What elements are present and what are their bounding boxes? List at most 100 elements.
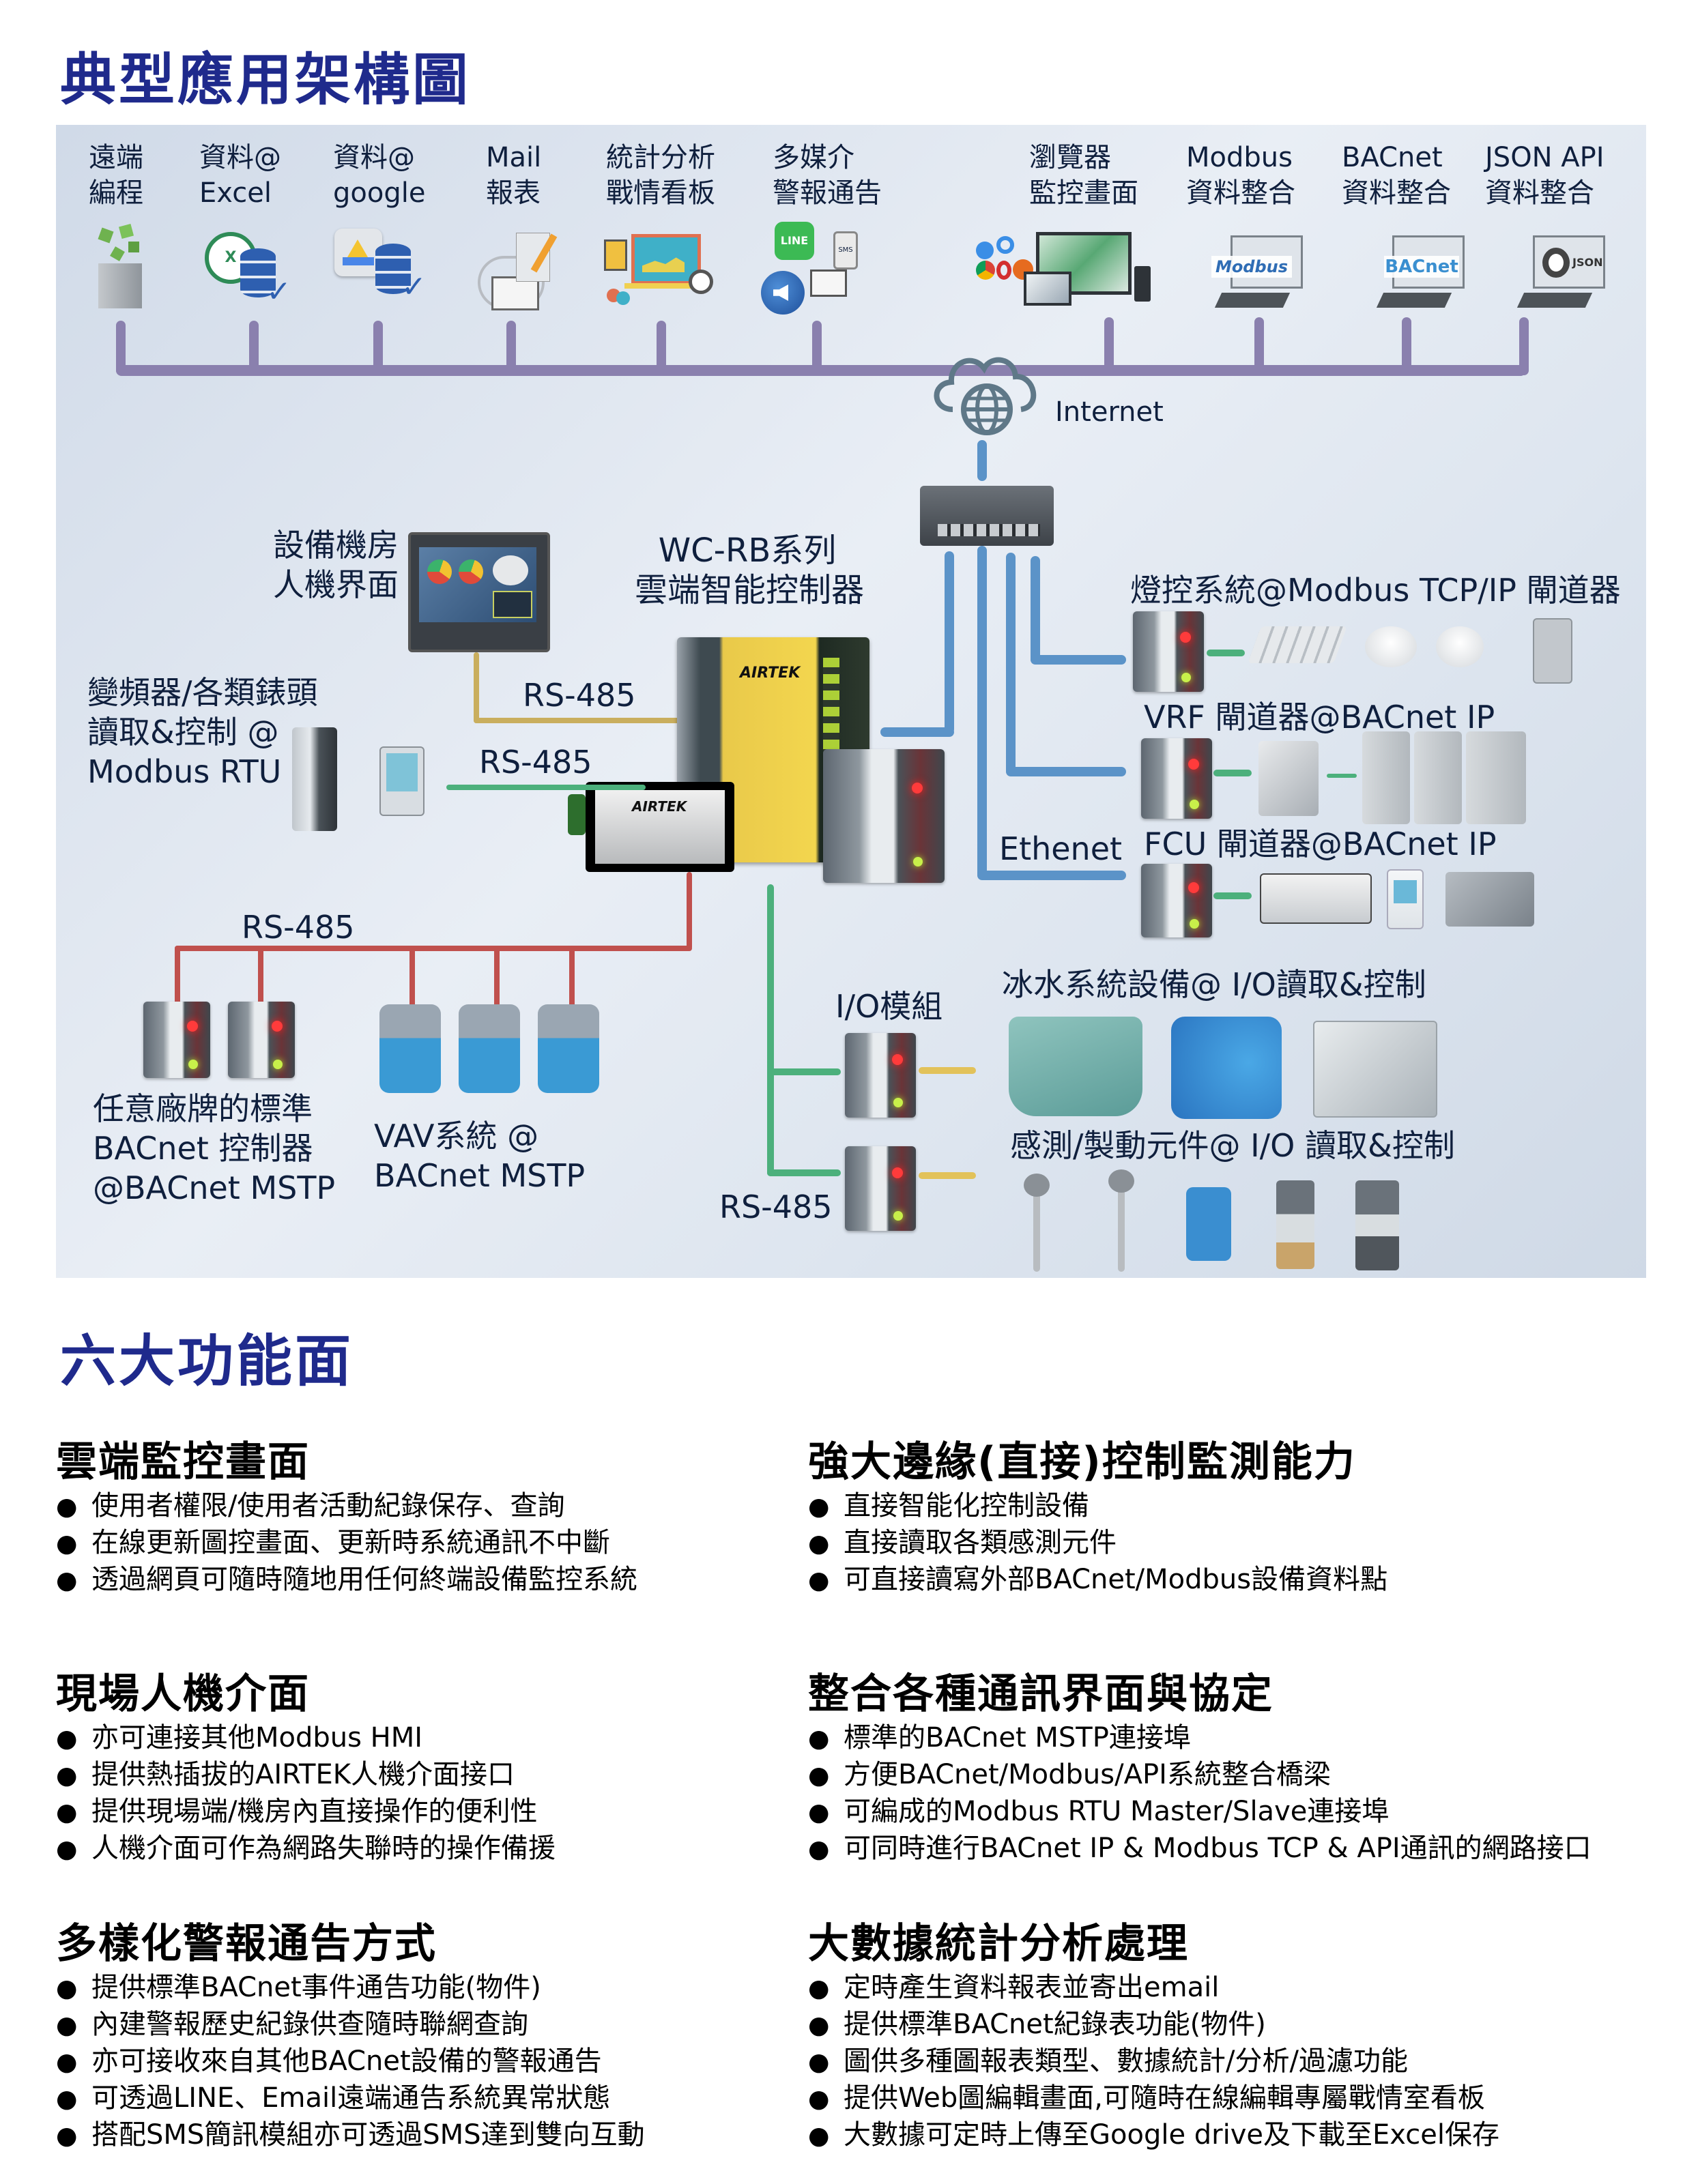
feature-item: 提供標準BACnet紀錄表功能(物件): [808, 2007, 1499, 2043]
pump-icon: [1171, 1017, 1282, 1119]
mstp-drop: [569, 946, 575, 1014]
sensor-group-label: 感測/製動元件@ I/O 讀取&控制: [1010, 1127, 1455, 1164]
temperature-probe-icon: [1024, 1174, 1050, 1272]
vrf-outdoor-unit-icon: [1414, 731, 1462, 824]
feature-block: 多樣化警報通告方式 提供標準BACnet事件通告功能(物件) 內建警報歷史紀錄供…: [56, 1910, 645, 2154]
bacnet-workstation-icon: BACnet: [1373, 235, 1472, 314]
motion-sensor-icon: [1436, 626, 1484, 667]
feature-item: 使用者權限/使用者活動紀錄保存、查詢: [56, 1488, 637, 1525]
rs485-label: RS-485: [242, 909, 355, 946]
fcu-controller-board-icon: [1260, 873, 1372, 924]
features-title: 六大功能面: [60, 1329, 354, 1394]
browser-monitor-icon: [976, 232, 1153, 314]
internet-uplink: [977, 440, 987, 481]
vrf-gateway-device: [1141, 738, 1212, 819]
bacnet-router: AIRTEK: [586, 782, 734, 872]
top-item-label: 資料@google: [333, 142, 426, 209]
feature-block: 雲端監控畫面 使用者權限/使用者活動紀錄保存、查詢 在線更新圖控畫面、更新時系統…: [56, 1429, 637, 1599]
ethernet-line-vrf: [1006, 553, 1016, 775]
feature-item: 提供標準BACnet事件通告功能(物件): [56, 1970, 645, 2007]
lighting-group-label: 燈控系統@Modbus TCP/IP 閘道器: [1130, 572, 1621, 609]
feature-item: 亦可連接其他Modbus HMI: [56, 1720, 556, 1757]
ahu-icon: [1313, 1021, 1437, 1118]
vrf-group-label: VRF 閘道器@BACnet IP: [1144, 699, 1495, 736]
vav-actuator-icon: [538, 1004, 599, 1093]
feature-item: 定時產生資料報表並寄出email: [808, 1970, 1499, 2007]
feature-item: 人機介面可作為網路失聯時的操作備援: [56, 1831, 556, 1867]
vav-actuator-icon: [379, 1004, 441, 1093]
top-item-label: 統計分析戰情看板: [606, 142, 715, 209]
bus-drop: [812, 321, 822, 375]
vrf-outdoor-unit-icon: [1466, 731, 1526, 824]
bus-drop: [249, 321, 259, 375]
mstp-drop: [175, 946, 180, 1014]
bacnet-logo: BACnet: [1384, 256, 1459, 278]
modbus-logo: Modbus: [1211, 256, 1292, 278]
bus-drop: [373, 321, 383, 375]
top-item-label: 資料@Excel: [199, 142, 281, 209]
network-switch-icon: [920, 486, 1054, 546]
valve-actuator-icon: [1276, 1180, 1314, 1269]
fcu-gateway-device: [1141, 864, 1212, 937]
rs485-label: RS-485: [719, 1189, 833, 1225]
feature-item: 標準的BACnet MSTP連接埠: [808, 1720, 1592, 1757]
chiller-icon: [1009, 1017, 1142, 1116]
light-switch-icon: [1533, 618, 1572, 684]
feature-block: 整合各種通訊界面與協定 標準的BACnet MSTP連接埠 方便BACnet/M…: [808, 1661, 1592, 1867]
airtek-logo: AIRTEK: [740, 665, 801, 682]
feature-block: 大數據統計分析處理 定時產生資料報表並寄出email 提供標準BACnet紀錄表…: [808, 1910, 1499, 2154]
feature-title: 多樣化警報通告方式: [56, 1920, 437, 1968]
feature-item: 直接智能化控制設備: [808, 1488, 1387, 1525]
rs485-meter-line: [446, 785, 646, 790]
hmi-label: 設備機房人機界面: [273, 527, 399, 603]
vrf-panel-icon: [1258, 741, 1319, 816]
mstp-drop: [494, 946, 500, 1014]
ethernet-line-fcu: [977, 871, 1126, 880]
rs485-label: RS-485: [523, 677, 636, 714]
vrf-outdoor-unit-icon: [1362, 731, 1410, 824]
line-logo: LINE: [775, 222, 814, 260]
rs485-mstp-line: [175, 946, 692, 951]
feature-item: 亦可接收來自其他BACnet設備的警報通告: [56, 2043, 645, 2080]
feature-title: 大數據統計分析處理: [808, 1920, 1189, 1968]
lighting-gateway-device: [1133, 611, 1204, 692]
humidity-probe-icon: [1108, 1169, 1134, 1272]
ethernet-line-fcu: [977, 546, 987, 879]
rs485-io-line: [767, 1068, 841, 1075]
cloud-globe-icon: [934, 357, 1037, 435]
vav-label: VAV系統 @BACnet MSTP: [374, 1118, 586, 1194]
feature-item: 提供Web圖編輯畫面,可隨時在線編輯專屬戰情室看板: [808, 2080, 1499, 2117]
feature-item: 直接讀取各類感測元件: [808, 1525, 1387, 1562]
rs485-hmi-line: [474, 718, 685, 723]
bus-drop: [1254, 317, 1264, 375]
feature-item: 可編成的Modbus RTU Master/Slave連接埠: [808, 1794, 1592, 1831]
bacnet-controller-device: [143, 1002, 210, 1078]
feature-item: 在線更新圖控畫面、更新時系統通訊不中斷: [56, 1525, 637, 1562]
rs485-label: RS-485: [479, 744, 592, 781]
ethernet-line-vrf: [1006, 767, 1126, 776]
top-item-label: 遠端編程: [89, 142, 143, 209]
valve-actuator-icon: [1355, 1180, 1399, 1270]
fcu-unit-icon: [1445, 872, 1534, 927]
vfd-drive-icon: [292, 727, 337, 831]
io-module-device: [845, 1146, 916, 1231]
io-output-line: [919, 1172, 976, 1179]
rs485-mstp-line: [687, 872, 692, 950]
ethernet-label: Ethenet: [999, 830, 1123, 867]
feature-item: 可直接讀寫外部BACnet/Modbus設備資料點: [808, 1562, 1387, 1599]
sensor-icon: [1365, 626, 1417, 667]
ethernet-line-controller: [880, 727, 954, 737]
sms-label: SMS: [833, 231, 858, 270]
feature-item: 透過網頁可隨時隨地用任何終端設備監控系統: [56, 1562, 637, 1599]
vfd-label: 變頻器/各類錶頭讀取&控制 @Modbus RTU: [87, 674, 318, 790]
damper-actuator-icon: [1186, 1187, 1231, 1261]
bus-drop: [1519, 317, 1529, 375]
bus-drop: [116, 321, 126, 375]
rs485-io-line: [767, 1169, 841, 1176]
ethernet-line-lighting: [1031, 556, 1040, 664]
chiller-group-label: 冰水系統設備@ I/O讀取&控制: [1002, 966, 1426, 1003]
feature-item: 提供熱插拔的AIRTEK人機介面接口: [56, 1757, 556, 1794]
mstp-drop: [258, 946, 263, 1014]
